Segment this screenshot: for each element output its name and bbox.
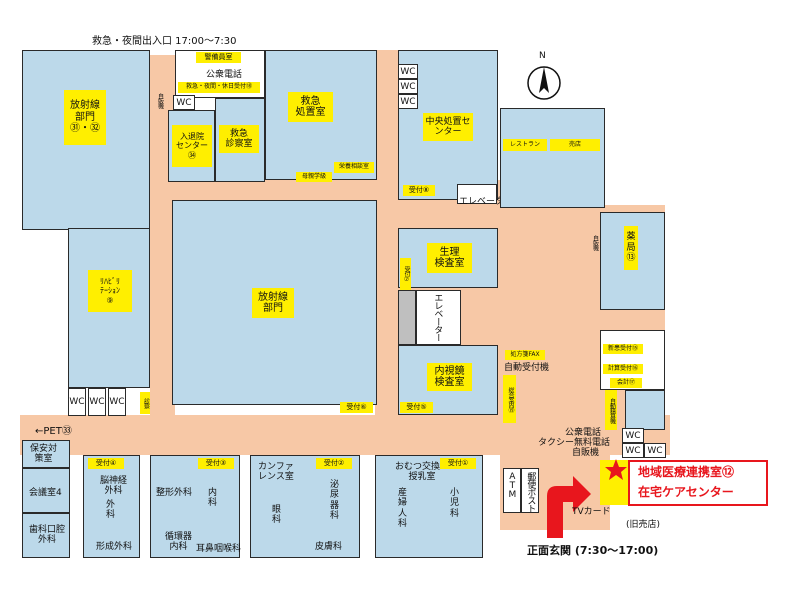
label-internal: 内 科 bbox=[208, 488, 218, 509]
room-atm bbox=[503, 468, 521, 513]
label-auto-pay: 自動精算機 bbox=[605, 390, 617, 430]
room-elevator-small bbox=[457, 184, 497, 204]
label-taxi-phone: タクシー無料電話 bbox=[538, 438, 611, 448]
label-entrance[interactable]: 正面玄関 (7:30〜17:00) bbox=[527, 544, 659, 557]
label-reception-8: 受付⑧ bbox=[403, 185, 435, 196]
label-pediatrics: 小 児 科 bbox=[450, 488, 460, 519]
room-right-strip bbox=[625, 390, 665, 430]
label-pet[interactable]: ←PET㉝ bbox=[35, 426, 72, 437]
wc-rehab-2: WC bbox=[88, 388, 106, 416]
label-restaurant: レストラン bbox=[503, 139, 547, 151]
label-general-info: 総合案内⑲ bbox=[503, 375, 516, 423]
label-accounting: 計算受付⑯ bbox=[603, 364, 643, 374]
label-endoscopy: 内視鏡 検査室 bbox=[427, 363, 472, 391]
star-icon bbox=[605, 459, 627, 480]
label-discharge: 入退院 センター ㉞ bbox=[172, 125, 212, 167]
label-er-treatment: 救急 処置室 bbox=[288, 92, 333, 122]
featured-label-line2: 在宅ケアセンター bbox=[638, 485, 734, 499]
label-central-treatment: 中央処置セ ンター bbox=[423, 113, 473, 141]
room-dental[interactable] bbox=[22, 513, 70, 558]
label-er-reception: 救急・夜間・休日受付⑱ bbox=[178, 82, 260, 93]
wc-central-3: WC bbox=[398, 94, 418, 109]
room-physiology[interactable] bbox=[398, 228, 498, 288]
label-guard: 警備員室 bbox=[196, 52, 241, 63]
label-diaper: おむつ交換・ 授乳室 bbox=[395, 462, 450, 483]
label-dental: 歯科口腔 外科 bbox=[29, 525, 66, 546]
wc-entrance-3: WC bbox=[644, 443, 666, 458]
compass-icon bbox=[527, 66, 561, 100]
wc-entrance-1: WC bbox=[622, 428, 644, 443]
room-surgery-block[interactable] bbox=[83, 455, 140, 558]
emergency-entrance-label: 救急・夜間出入口 17:00〜7:30 bbox=[92, 36, 237, 47]
room-obgyn-block[interactable] bbox=[375, 455, 483, 558]
label-ophthalmology: 眼 科 bbox=[272, 505, 282, 526]
label-guard-office: 保安対 策室 bbox=[30, 444, 58, 465]
label-maternity: 母親学級 bbox=[296, 172, 332, 182]
label-neuro: 脳神経 外科 bbox=[100, 476, 128, 497]
label-consult: 診察 bbox=[140, 392, 150, 414]
label-conference-room: カンファ レンス室 bbox=[258, 462, 294, 483]
label-dermatology: 皮膚科 bbox=[315, 542, 343, 552]
label-physiology: 生理 検査室 bbox=[427, 243, 472, 273]
featured-label-box[interactable]: 地域医療連携室⑫ 在宅ケアセンター bbox=[628, 460, 768, 506]
label-cashier: 会計⑰ bbox=[610, 378, 642, 388]
label-radiology-top: 放射線 部門 ㉛・㉜ bbox=[64, 90, 106, 145]
label-radiology-center: 放射線 部門 bbox=[252, 288, 294, 318]
label-obgyn: 産 婦 人 科 bbox=[398, 488, 408, 530]
label-surgery: 外 科 bbox=[106, 500, 116, 521]
label-elevator-small: エレベーター bbox=[459, 197, 514, 207]
room-elevator-gray bbox=[398, 290, 416, 345]
label-pharmacy: 薬 局 ⑬ bbox=[624, 226, 638, 270]
label-conference: 会議室4 bbox=[29, 488, 62, 498]
room-restaurant-shop[interactable] bbox=[500, 108, 605, 208]
room-elevator-main bbox=[416, 290, 461, 345]
wc-central-1: WC bbox=[398, 64, 418, 79]
compass: N bbox=[522, 51, 566, 103]
wc-rehab-3: WC bbox=[108, 388, 126, 416]
wc-top-left: WC bbox=[173, 95, 195, 110]
label-vending-right: 自販機 bbox=[591, 234, 599, 250]
wc-entrance-2: WC bbox=[622, 443, 644, 458]
label-auto-reception: 自動受付機 bbox=[504, 363, 550, 373]
label-cardio: 循環器 内科 bbox=[165, 532, 193, 553]
label-vending-top: 自販機 bbox=[156, 92, 164, 108]
label-post: 郵便ポスト bbox=[525, 472, 536, 512]
compass-north-label: N bbox=[539, 51, 546, 61]
label-plastic: 形成外科 bbox=[96, 542, 133, 552]
label-fax: 処方箋FAX bbox=[505, 350, 545, 360]
entrance-arrow-icon bbox=[547, 476, 591, 538]
label-nutrition: 栄養相談室 bbox=[334, 162, 374, 173]
wc-central-2: WC bbox=[398, 79, 418, 94]
label-vending-bottom: 自販機 bbox=[572, 448, 600, 458]
label-er-exam: 救急 診察室 bbox=[219, 125, 259, 153]
label-tv-card: TVカード bbox=[572, 507, 611, 517]
label-reception-4: 受付④ bbox=[88, 458, 124, 469]
label-reception-6: 受付⑥ bbox=[340, 402, 373, 413]
label-ent: 耳鼻咽喉科 bbox=[196, 544, 242, 554]
label-reception-2: 受付② bbox=[316, 458, 352, 469]
label-ortho: 整形外科 bbox=[156, 488, 193, 498]
label-reception-5: 受付⑤ bbox=[400, 402, 433, 413]
label-old-shop: (旧売店) bbox=[626, 520, 661, 530]
label-reception-3: 受付③ bbox=[198, 458, 234, 469]
featured-label-line1: 地域医療連携室⑫ bbox=[638, 465, 735, 479]
room-post bbox=[521, 468, 539, 513]
label-pay-phone-top: 公衆電話 bbox=[206, 70, 243, 80]
label-elevator-main: エレベーター bbox=[432, 293, 443, 341]
label-shop: 売店 bbox=[550, 139, 600, 151]
label-rehab: ﾘﾊﾋﾞﾘ ﾃｰｼｮﾝ ⑨ bbox=[88, 270, 132, 312]
label-reception-7: 受付⑦ bbox=[400, 258, 411, 290]
label-reception-1: 受付① bbox=[440, 458, 476, 469]
label-urology: 泌 尿 器 科 bbox=[330, 480, 340, 522]
label-pay-phone-bottom: 公衆電話 bbox=[565, 428, 602, 438]
label-new-patient: 新患受付⑮ bbox=[603, 344, 643, 354]
room-guard-office[interactable] bbox=[22, 440, 70, 468]
room-conference[interactable] bbox=[22, 468, 70, 513]
room-ophthalmology-block[interactable] bbox=[250, 455, 360, 558]
label-atm: ATM bbox=[507, 472, 518, 499]
room-internal-block[interactable] bbox=[150, 455, 240, 558]
wc-rehab-1: WC bbox=[68, 388, 86, 416]
